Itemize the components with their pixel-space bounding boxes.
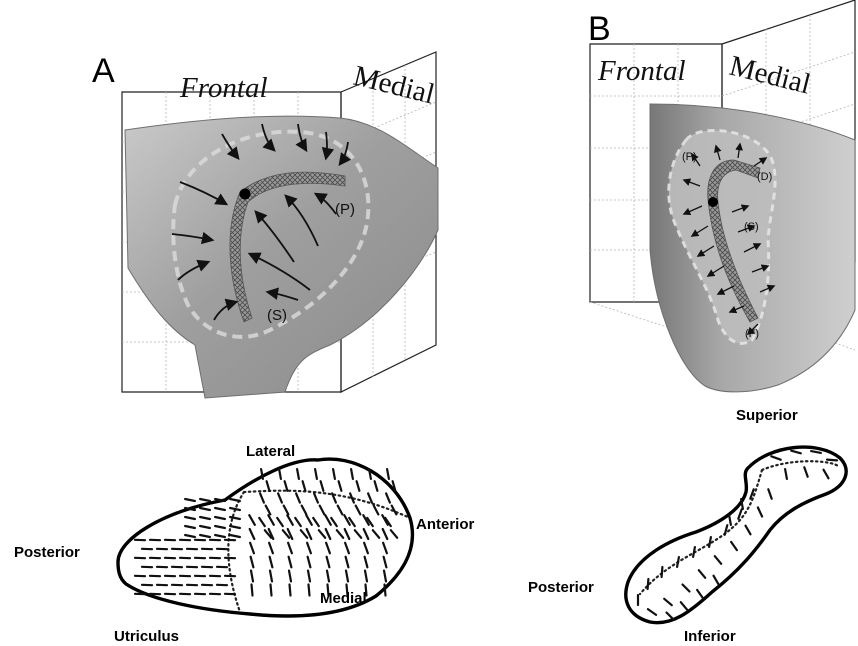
panel-b-region-f: (F): [745, 328, 759, 340]
panel-b-region-s: (S): [744, 221, 759, 233]
panel-a-reversal-point: [240, 189, 251, 200]
panel-a-surface: [125, 116, 438, 398]
utriculus-posterior-label: Posterior: [14, 544, 80, 561]
hair-bundle-tick: [185, 499, 195, 501]
sacculus-inferior-label: Inferior: [684, 628, 736, 645]
hair-bundle-tick: [271, 585, 272, 596]
sacculus-outline: [626, 447, 846, 623]
panel-b-medial-label: Medial: [726, 50, 813, 101]
panel-a-region-s: (S): [267, 307, 287, 324]
hair-bundle-tick: [827, 460, 837, 461]
utriculus-name-label: Utriculus: [114, 628, 179, 645]
hair-bundle-tick: [387, 469, 389, 479]
hair-bundle-tick: [648, 579, 649, 589]
panel-b-letter: B: [588, 10, 611, 48]
panel-a-region-p: (P): [335, 201, 355, 218]
hair-bundle-tick: [662, 567, 663, 577]
panel-b-region-p: (P): [682, 151, 697, 163]
panel-b: B Frontal Medial: [588, 0, 855, 392]
panel-a-medial-label: Medial: [350, 60, 437, 111]
utriculus-lateral-label: Lateral: [246, 443, 295, 460]
hair-bundle-tick: [200, 499, 210, 501]
hair-bundle-tick: [290, 585, 291, 596]
hair-bundle-tick: [252, 585, 253, 596]
panel-a: A Frontal Medial: [92, 52, 438, 398]
sacculus-superior-label: Superior: [736, 407, 798, 424]
hair-bundle-tick: [309, 585, 310, 596]
utriculus-anterior-label: Anterior: [416, 516, 475, 533]
panel-b-frontal-label: Frontal: [597, 55, 686, 87]
utriculus-diagram: Lateral Anterior Posterior Medial Utricu…: [14, 443, 475, 645]
utriculus-medial-label: Medial: [320, 590, 367, 607]
panel-b-reversal-point: [708, 197, 718, 207]
panel-b-region-d: (D): [757, 171, 772, 183]
panel-a-frontal-label: Frontal: [179, 72, 268, 104]
sacculus-diagram: Superior Posterior Inferior: [528, 407, 846, 645]
panel-a-letter: A: [92, 52, 115, 90]
sacculus-posterior-label: Posterior: [528, 579, 594, 596]
hair-bundle-tick: [385, 585, 386, 596]
